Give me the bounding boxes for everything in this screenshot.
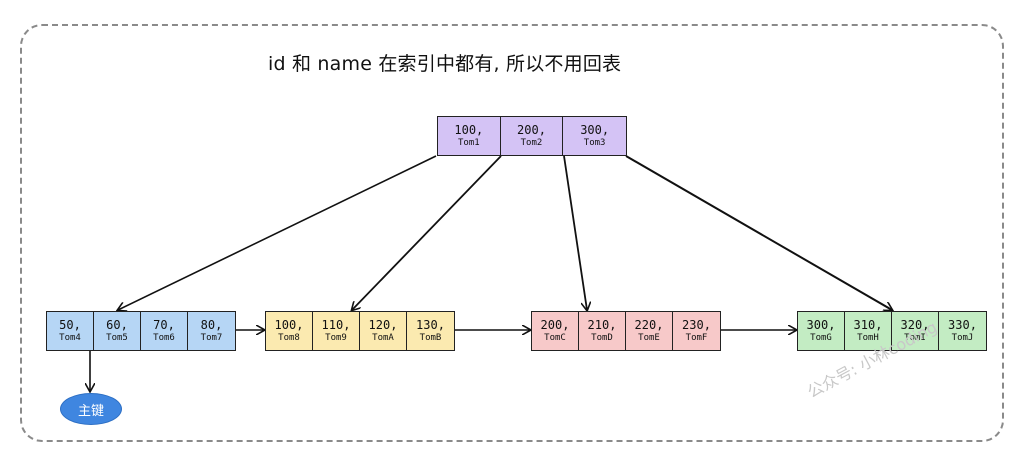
index-key: 210, xyxy=(587,317,617,332)
index-name-value: Tom9 xyxy=(325,332,347,343)
index-key: 220, xyxy=(634,317,664,332)
leaf1-cell: 80,Tom7 xyxy=(188,312,235,350)
leaf4-cell: 300,TomG xyxy=(798,312,845,350)
leaf1-cell: 70,Tom6 xyxy=(141,312,188,350)
index-key: 300, xyxy=(580,122,610,137)
index-name-value: TomG xyxy=(810,332,832,343)
primary-key-node: 主键 xyxy=(60,393,122,425)
index-name-value: Tom6 xyxy=(153,332,175,343)
index-name-value: Tom4 xyxy=(59,332,81,343)
leaf2-cell: 130,TomB xyxy=(407,312,454,350)
edge-root-to-leaf1 xyxy=(118,155,437,310)
leaf2-cell: 110,Tom9 xyxy=(313,312,360,350)
diagram-frame xyxy=(20,24,1004,442)
root-cell: 100,Tom1 xyxy=(438,117,501,155)
index-name-value: Tom8 xyxy=(278,332,300,343)
index-key: 200, xyxy=(540,317,570,332)
edge-root-to-leaf2 xyxy=(352,155,502,310)
edge-root-to-leaf3 xyxy=(563,155,587,310)
index-name-value: TomE xyxy=(638,332,660,343)
index-name-value: TomH xyxy=(857,332,879,343)
index-key: 130, xyxy=(416,317,445,332)
index-name-value: Tom2 xyxy=(520,137,543,148)
index-name-value: TomD xyxy=(591,332,613,343)
leaf2-cell: 100,Tom8 xyxy=(266,312,313,350)
leaf3-cell: 230,TomF xyxy=(673,312,720,350)
index-name-value: TomB xyxy=(419,332,442,343)
index-name-value: Tom5 xyxy=(106,332,128,343)
index-key: 70, xyxy=(153,317,175,332)
index-key: 110, xyxy=(321,317,351,332)
leaf3-cell: 220,TomE xyxy=(626,312,673,350)
index-name-value: TomC xyxy=(544,332,566,343)
leaf4-cell: 330,TomJ xyxy=(939,312,986,350)
leaf3-cell: 200,TomC xyxy=(532,312,579,350)
leaf1-cell: 60,Tom5 xyxy=(94,312,141,350)
leaf3-cell: 210,TomD xyxy=(579,312,626,350)
leaf4-cell: 320,TomI xyxy=(892,312,939,350)
index-name-value: Tom7 xyxy=(200,332,223,343)
index-key: 320, xyxy=(900,317,930,332)
index-key: 80, xyxy=(200,317,223,332)
index-name-value: TomA xyxy=(372,332,394,343)
index-name-value: TomJ xyxy=(951,332,974,343)
index-name-value: TomF xyxy=(685,332,708,343)
index-name-value: Tom3 xyxy=(583,137,606,148)
index-key: 300, xyxy=(806,317,836,332)
index-key: 50, xyxy=(59,317,81,332)
index-key: 60, xyxy=(106,317,128,332)
leaf1-cell: 50,Tom4 xyxy=(47,312,94,350)
index-key: 120, xyxy=(368,317,398,332)
index-name-value: Tom1 xyxy=(457,137,480,148)
root-cell: 200,Tom2 xyxy=(501,117,564,155)
index-key: 230, xyxy=(682,317,711,332)
leaf2-cell: 120,TomA xyxy=(360,312,407,350)
index-key: 330, xyxy=(948,317,977,332)
index-key: 100, xyxy=(454,122,484,137)
index-name-value: TomI xyxy=(904,332,926,343)
index-key: 100, xyxy=(274,317,304,332)
edge-root-to-leaf4 xyxy=(625,155,892,310)
root-cell: 300,Tom3 xyxy=(563,117,626,155)
leaf4-cell: 310,TomH xyxy=(845,312,892,350)
diagram-title: id 和 name 在索引中都有, 所以不用回表 xyxy=(268,53,622,75)
index-key: 200, xyxy=(517,122,546,137)
index-key: 310, xyxy=(853,317,883,332)
